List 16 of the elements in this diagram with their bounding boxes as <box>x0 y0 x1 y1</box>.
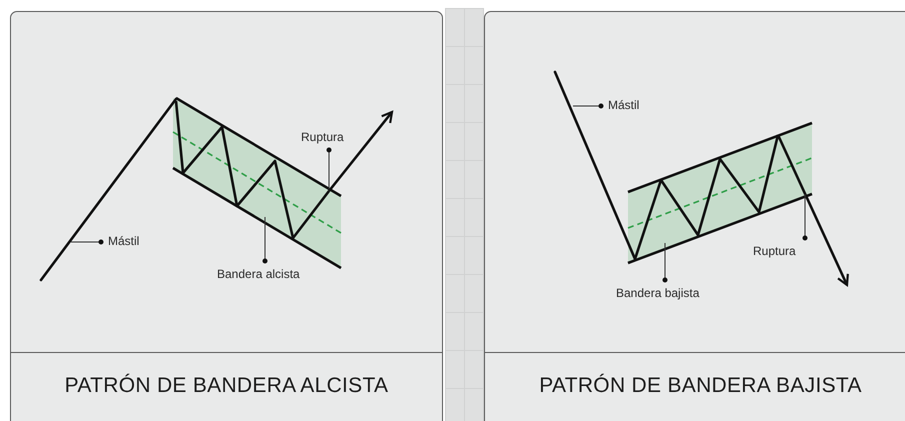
leader-line <box>802 194 808 240</box>
pattern-card <box>484 11 905 421</box>
leader-line <box>572 104 604 108</box>
pattern-title: PATRÓN DE BANDERA ALCISTA <box>64 374 390 398</box>
pattern-card <box>10 11 443 421</box>
chart-annotation: Mástil <box>101 234 140 248</box>
chart-annotation: Bandera alcista <box>217 261 300 281</box>
leader-line <box>262 216 268 264</box>
chart-annotation: Ruptura <box>753 238 796 258</box>
chart-annotation: Bandera bajista <box>616 280 700 300</box>
pattern-title: PATRÓN DE BANDERA BAJISTA <box>538 374 863 398</box>
leader-line <box>326 148 332 190</box>
leader-line <box>662 242 668 282</box>
chart-annotation: Ruptura <box>301 130 344 150</box>
leader-line <box>70 240 104 244</box>
chart-annotation: Mástil <box>601 98 640 112</box>
